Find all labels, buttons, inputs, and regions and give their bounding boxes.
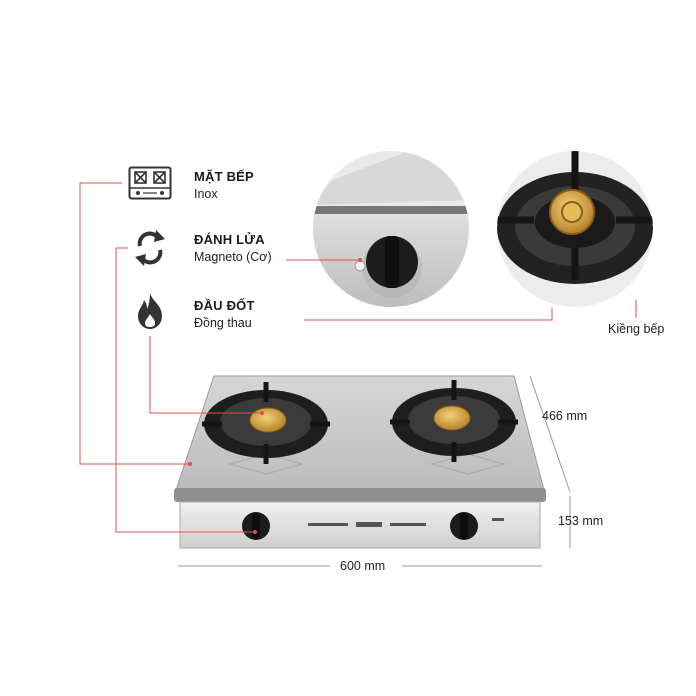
feature-surface: MẶT BẾP Inox xyxy=(194,169,254,201)
flame-icon xyxy=(138,293,162,329)
feature-burner-title: ĐẦU ĐỐT xyxy=(194,298,255,313)
feature-surface-subtitle: Inox xyxy=(194,187,218,201)
dimension-height: 153 mm xyxy=(558,514,604,528)
callout-pan-support: Kiềng bếp xyxy=(608,322,665,336)
feature-surface-title: MẶT BẾP xyxy=(194,169,254,184)
feature-burner: ĐẦU ĐỐT Đồng thau xyxy=(194,298,255,330)
feature-ignition-title: ĐÁNH LỬA xyxy=(194,232,265,247)
feature-burner-subtitle: Đồng thau xyxy=(194,316,252,330)
dimension-depth: 466 mm xyxy=(542,409,588,423)
burner-closeup-photo xyxy=(497,151,653,307)
ignition-rotate-icon xyxy=(135,230,165,266)
feature-ignition-subtitle: Magneto (Cơ) xyxy=(194,250,272,264)
knob-closeup-photo xyxy=(313,151,469,307)
dimension-width: 600 mm xyxy=(340,559,386,573)
stove-top-icon xyxy=(128,166,172,200)
gas-stove-photo xyxy=(174,375,546,549)
feature-ignition: ĐÁNH LỬA Magneto (Cơ) xyxy=(194,232,272,264)
